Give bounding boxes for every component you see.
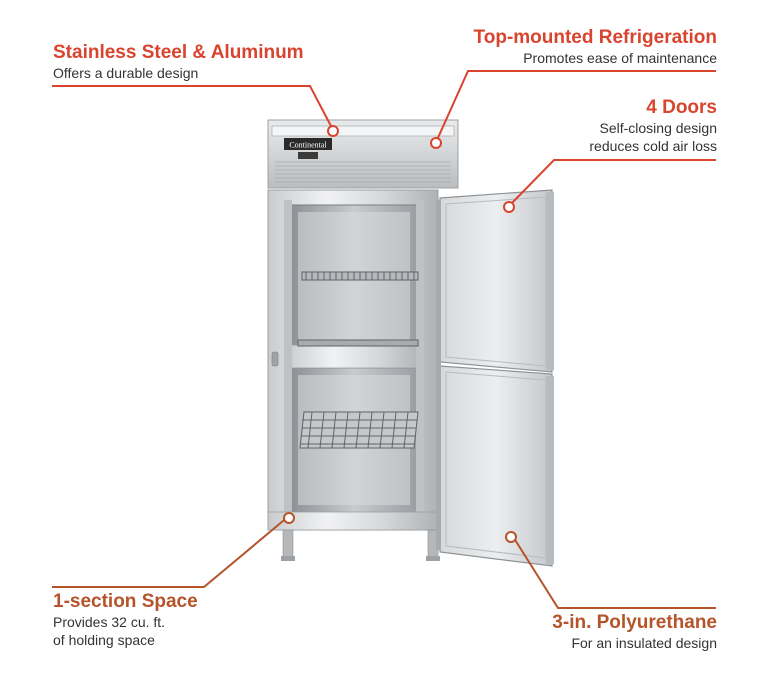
- marker-refrigeration: [430, 137, 442, 149]
- callout-desc-line-1: Provides 32 cu. ft.: [53, 614, 166, 630]
- callout-line-doors: [509, 159, 716, 206]
- lower-door: [439, 365, 553, 567]
- callout-doors: 4 Doors Self-closing design reduces cold…: [589, 97, 717, 155]
- callout-desc-line-2: of holding space: [53, 632, 155, 648]
- brand-logo-text: Continental: [289, 141, 327, 150]
- callout-title: 4 Doors: [646, 97, 717, 118]
- callout-line-polyurethane: [511, 534, 716, 609]
- callout-space: 1-section Space Provides 32 cu. ft. of h…: [53, 591, 198, 649]
- callout-line-stainless: [52, 85, 333, 129]
- marker-polyurethane: [505, 531, 517, 543]
- door-latch: [271, 351, 279, 367]
- callout-stainless: Stainless Steel & Aluminum Offers a dura…: [53, 42, 304, 82]
- callout-line-refrigeration: [436, 70, 716, 141]
- brand-logo-plate: [284, 138, 332, 150]
- marker-stainless: [327, 125, 339, 137]
- callout-title: Stainless Steel & Aluminum: [53, 42, 304, 63]
- leg-left: [282, 529, 294, 561]
- callout-polyurethane: 3-in. Polyurethane For an insulated desi…: [552, 612, 717, 652]
- callout-desc-line-2: reduces cold air loss: [589, 138, 717, 154]
- marker-doors: [503, 201, 515, 213]
- wire-shelf-middle: [297, 339, 419, 347]
- callout-desc: For an insulated design: [571, 635, 717, 651]
- callout-desc: Offers a durable design: [53, 65, 199, 81]
- upper-door: [439, 189, 553, 373]
- callout-title: Top-mounted Refrigeration: [473, 27, 717, 48]
- callout-desc: Promotes ease of maintenance: [523, 50, 717, 66]
- callout-title: 1-section Space: [53, 591, 198, 612]
- callout-desc-line-1: Self-closing design: [599, 120, 717, 136]
- wire-shelf-lower: [299, 411, 419, 449]
- marker-space: [283, 512, 295, 524]
- wire-shelf-upper: [301, 271, 419, 281]
- callout-refrigeration: Top-mounted Refrigeration Promotes ease …: [474, 27, 717, 67]
- callout-title: 3-in. Polyurethane: [552, 612, 717, 633]
- callout-line-space: [52, 515, 290, 588]
